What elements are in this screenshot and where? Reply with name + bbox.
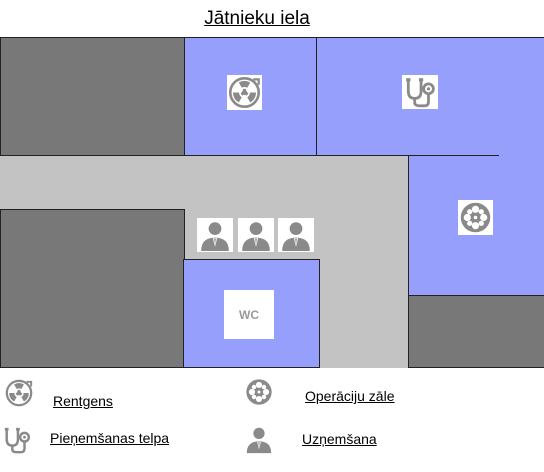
room-dark-bottom-right: [408, 295, 544, 368]
radiation-icon: [227, 75, 262, 110]
legend-label-uznemsana: Uzņemšana: [302, 431, 377, 447]
room-dark-top-left: [0, 37, 185, 156]
wall-line: [408, 155, 499, 156]
wc-label: WC: [239, 307, 259, 322]
person-icon: [243, 424, 275, 454]
person-icon: [238, 218, 274, 252]
person-icon: [197, 218, 233, 252]
stethoscope-icon: [402, 75, 438, 109]
legend-label-rentgens: Rentgens: [53, 393, 113, 409]
person-icon: [278, 218, 314, 252]
street-name-title: Jātnieku iela: [204, 8, 310, 29]
radiation-icon: [4, 378, 34, 408]
wc-icon: WC: [224, 290, 274, 339]
floor-plan: WC: [0, 37, 544, 368]
film-reel-icon: [244, 377, 274, 407]
stethoscope-icon: [2, 425, 32, 455]
film-reel-icon: [458, 200, 493, 235]
room-dark-bottom-left: [0, 209, 185, 368]
legend-label-pienemsanas-telpa: Pieņemšanas telpa: [50, 430, 170, 446]
legend-label-operaciju-zale: Operāciju zāle: [305, 388, 395, 404]
legend: Rentgens Operāciju zāle Pieņemšanas telp…: [0, 372, 544, 472]
